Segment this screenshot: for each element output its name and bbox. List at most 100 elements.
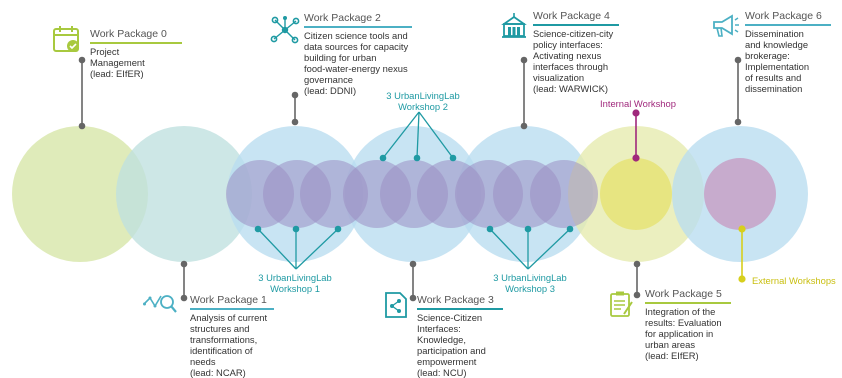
ull2-fan-dot-2	[413, 154, 421, 162]
external-workshop-dot-a	[738, 225, 746, 233]
wp3-desc-line: participation and	[417, 345, 486, 356]
work-package-2: Work Package 2 Citizen science tools and…	[304, 12, 454, 96]
ull3-fan-line-1	[489, 228, 529, 270]
wp5-desc-line: for application in	[645, 328, 714, 339]
work-package-0: Work Package 0 Project Management (lead:…	[90, 28, 182, 79]
wp4-desc-line: interfaces through	[533, 61, 609, 72]
wp6-desc-line: of results and	[745, 72, 802, 83]
wp4-desc-line: policy interfaces:	[533, 39, 603, 50]
ull-workshop-1-label: 3 UrbanLivingLab Workshop 1	[245, 272, 345, 294]
internal-workshop-label: Internal Workshop	[600, 98, 676, 109]
wp0-description: Project Management	[90, 46, 182, 68]
wp0-connector-dot-a	[78, 56, 86, 64]
wp6-desc-line: brokerage:	[745, 50, 790, 61]
wp2-desc-line: data sources for capacity	[304, 41, 409, 52]
wp1-desc-line: identification of	[190, 345, 253, 356]
wp2-connector-dot-a	[291, 91, 299, 99]
wp5-connector-dot-a	[633, 260, 641, 268]
wp0-desc-line: Management	[90, 57, 145, 68]
wp3-desc-line: Science-Citizen	[417, 312, 483, 323]
ull3-fan-dot-3	[566, 225, 574, 233]
ull2-fan-line-2	[416, 111, 420, 159]
wp3-description: Science-Citizen Interfaces: Knowledge, p…	[417, 312, 527, 367]
wp3-title: Work Package 3	[417, 294, 503, 310]
living-lab-circle-9	[530, 160, 598, 228]
wp3-connector-dot-a	[409, 260, 417, 268]
ull-workshop-3-label: 3 UrbanLivingLab Workshop 3	[480, 272, 580, 294]
ull1-fan-line-3	[295, 228, 339, 270]
wp2-connector-dot-b	[291, 118, 299, 126]
wp6-connector-dot-a	[734, 56, 742, 64]
wp2-description: Citizen science tools and data sources f…	[304, 30, 454, 85]
work-package-6: Work Package 6 Dissemination and knowled…	[745, 10, 840, 94]
wp1-desc-line: Analysis of current	[190, 312, 268, 323]
ull2-fan-dot-3	[449, 154, 457, 162]
external-workshops-label: External Workshops	[752, 275, 836, 286]
work-package-1: Work Package 1 Analysis of current struc…	[190, 294, 300, 378]
wp3-desc-line: Knowledge,	[417, 334, 466, 345]
work-package-5: Work Package 5 Integration of the result…	[645, 288, 755, 361]
ull1-line: 3 UrbanLivingLab	[258, 272, 332, 283]
clipboard-icon	[608, 290, 634, 323]
document-share-icon	[384, 291, 408, 324]
wp1-connector-dot-a	[180, 260, 188, 268]
wp5-desc-line: results: Evaluation	[645, 317, 722, 328]
internal-workshop-circle	[600, 158, 672, 230]
wp0-lead: (lead: EIfER)	[90, 68, 144, 79]
wp1-desc-line: needs	[190, 356, 216, 367]
wp4-desc-line: visualization	[533, 72, 585, 83]
wp1-lead: (lead: NCAR)	[190, 367, 246, 378]
city-hall-icon	[500, 12, 528, 45]
wp2-desc-line: food-water-energy nexus	[304, 63, 408, 74]
wp6-title: Work Package 6	[745, 10, 831, 26]
wp0-title: Work Package 0	[90, 28, 182, 44]
wp4-desc-line: Science-citizen-city	[533, 28, 614, 39]
wp6-desc-line: Dissemination	[745, 28, 804, 39]
wp5-desc-line: Integration of the	[645, 306, 716, 317]
ull2-fan-dot-1	[379, 154, 387, 162]
wp2-desc-line: Citizen science tools and	[304, 30, 408, 41]
ull3-line: 3 UrbanLivingLab	[493, 272, 567, 283]
wp2-desc-line: governance	[304, 74, 353, 85]
wp5-lead: (lead: EIfER)	[645, 350, 699, 361]
wp5-description: Integration of the results: Evaluation f…	[645, 306, 755, 350]
wp3-desc-line: empowerment	[417, 356, 477, 367]
external-workshop-circle	[704, 158, 776, 230]
wp6-desc-line: Implementation	[745, 61, 810, 72]
wp1-desc-line: transformations,	[190, 334, 258, 345]
ull1-fan-dot-1	[254, 225, 262, 233]
wp1-connector-dot-b	[180, 294, 188, 302]
wp0-connector-dot-b	[78, 122, 86, 130]
ull-workshop-2-label: 3 UrbanLivingLab Workshop 2	[373, 90, 473, 112]
work-package-4: Work Package 4 Science-citizen-city poli…	[533, 10, 643, 94]
wp3-desc-line: Interfaces:	[417, 323, 461, 334]
wp0-desc-line: Project	[90, 46, 120, 57]
wp0-circle	[12, 126, 148, 262]
wp2-desc-line: building for urban	[304, 52, 377, 63]
wp2-lead: (lead: DDNI)	[304, 85, 357, 96]
ull2-fan-line-1	[382, 111, 420, 159]
ull1-fan-dot-2	[292, 225, 300, 233]
wp1-title: Work Package 1	[190, 294, 274, 310]
wp6-desc-line: and knowledge	[745, 39, 809, 50]
wp1-description: Analysis of current structures and trans…	[190, 312, 300, 367]
wp3-connector-dot-b	[409, 294, 417, 302]
ull1-fan-line-1	[257, 228, 297, 270]
wp1-circle	[116, 126, 252, 262]
wp4-connector-dot-a	[520, 56, 528, 64]
wp4-desc-line: Activating nexus	[533, 50, 602, 61]
ull3-line: Workshop 3	[505, 283, 555, 294]
wp6-connector-dot-b	[734, 118, 742, 126]
ull3-fan-dot-1	[486, 225, 494, 233]
ull3-fan-dot-2	[524, 225, 532, 233]
external-workshop-dot-b	[738, 275, 746, 283]
wp5-connector-dot-b	[633, 291, 641, 299]
wp4-lead: (lead: WARWICK)	[533, 83, 609, 94]
wp4-connector-dot-b	[520, 122, 528, 130]
ull1-line: Workshop 1	[270, 283, 320, 294]
ull2-line: Workshop 2	[398, 101, 448, 112]
wp1-desc-line: structures and	[190, 323, 250, 334]
wp2-title: Work Package 2	[304, 12, 412, 28]
analysis-icon	[143, 290, 177, 321]
